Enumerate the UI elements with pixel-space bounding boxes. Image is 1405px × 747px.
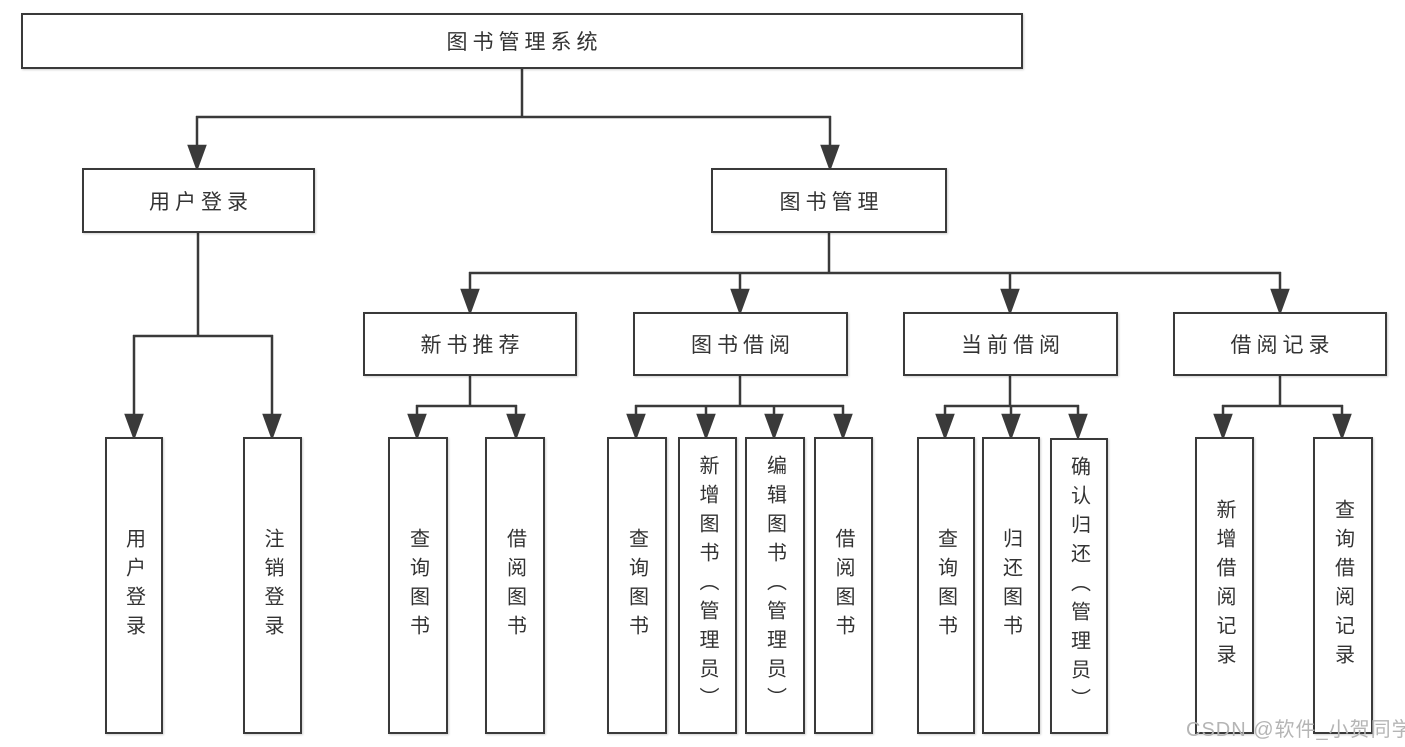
leaf-logout: 注销登录 — [243, 437, 302, 734]
leaf-nb-query-books-label: 查询图书 — [406, 527, 429, 644]
leaf-nb-borrow-books: 借阅图书 — [485, 437, 545, 734]
leaf-br-query-record-label: 查询借阅记录 — [1331, 498, 1354, 673]
node-borrowing-records: 借阅记录 — [1173, 312, 1387, 376]
node-user-login: 用户登录 — [82, 168, 315, 233]
node-book-management: 图书管理 — [711, 168, 947, 233]
node-new-book-recommend: 新书推荐 — [363, 312, 577, 376]
node-book-borrowing-label: 图书借阅 — [691, 334, 795, 357]
leaf-user-login-label: 用户登录 — [122, 527, 145, 644]
leaf-bb-edit-books-label: 编辑图书（管理员） — [763, 455, 786, 716]
node-root-label: 图书管理系统 — [446, 31, 603, 54]
csdn-watermark: CSDN @软件_小贺同学 — [1186, 719, 1405, 741]
leaf-br-add-record-label: 新增借阅记录 — [1213, 498, 1235, 673]
leaf-cb-return-books-label: 归还图书 — [999, 527, 1022, 644]
node-current-borrowing: 当前借阅 — [903, 312, 1118, 376]
leaf-bb-query-books: 查询图书 — [607, 437, 667, 734]
leaf-cb-return-books: 归还图书 — [982, 437, 1040, 734]
leaf-nb-borrow-books-label: 借阅图书 — [503, 527, 526, 644]
leaf-cb-confirm-return: 确认归还（管理员） — [1050, 438, 1108, 734]
node-user-login-label: 用户登录 — [149, 190, 253, 214]
leaf-logout-label: 注销登录 — [261, 527, 283, 644]
node-current-borrowing-label: 当前借阅 — [961, 334, 1065, 357]
node-book-management-label: 图书管理 — [779, 190, 884, 214]
leaf-bb-edit-books: 编辑图书（管理员） — [745, 437, 805, 734]
leaf-cb-query-books-label: 查询图书 — [934, 527, 957, 644]
node-book-borrowing: 图书借阅 — [633, 312, 848, 376]
node-root: 图书管理系统 — [21, 13, 1023, 69]
leaf-br-add-record: 新增借阅记录 — [1195, 437, 1254, 734]
leaf-user-login: 用户登录 — [105, 437, 163, 734]
node-borrowing-records-label: 借阅记录 — [1230, 334, 1335, 357]
leaf-cb-query-books: 查询图书 — [917, 437, 975, 734]
node-new-book-recommend-label: 新书推荐 — [420, 334, 525, 357]
leaf-br-query-record: 查询借阅记录 — [1313, 437, 1373, 734]
leaf-bb-borrow-books: 借阅图书 — [814, 437, 873, 734]
leaf-bb-add-books-label: 新增图书（管理员） — [696, 455, 718, 716]
leaf-bb-query-books-label: 查询图书 — [625, 527, 648, 644]
leaf-bb-add-books: 新增图书（管理员） — [678, 437, 737, 734]
leaf-bb-borrow-books-label: 借阅图书 — [832, 527, 854, 644]
leaf-cb-confirm-return-label: 确认归还（管理员） — [1067, 455, 1090, 717]
leaf-nb-query-books: 查询图书 — [388, 437, 448, 734]
